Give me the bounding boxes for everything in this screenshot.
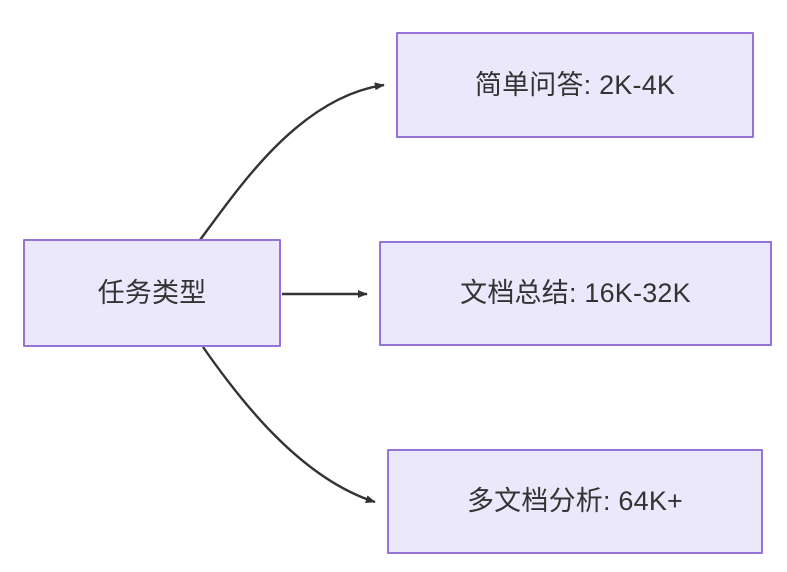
- node-task-type-label: 任务类型: [97, 277, 207, 308]
- node-doc-summary[interactable]: 文档总结: 16K-32K: [379, 241, 772, 346]
- edge-root-to-multi-doc: [202, 346, 376, 504]
- node-multi-doc-label: 多文档分析: 64K+: [466, 486, 683, 517]
- edge-root-to-simple-qa: [199, 82, 385, 241]
- node-simple-qa-label: 简单问答: 2K-4K: [474, 69, 676, 100]
- node-task-type[interactable]: 任务类型: [23, 239, 281, 347]
- node-multi-doc[interactable]: 多文档分析: 64K+: [387, 449, 763, 554]
- node-doc-summary-label: 文档总结: 16K-32K: [460, 278, 691, 309]
- node-simple-qa[interactable]: 简单问答: 2K-4K: [396, 32, 754, 138]
